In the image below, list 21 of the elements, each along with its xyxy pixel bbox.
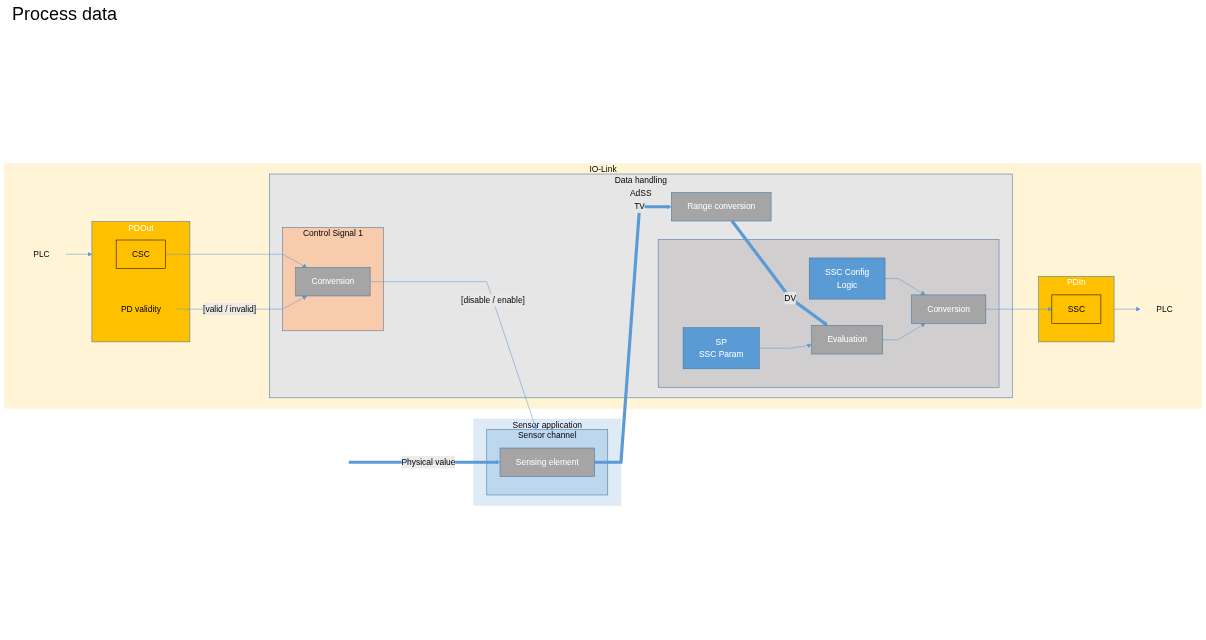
node-text: PLC	[1156, 304, 1173, 314]
node-box: Conversion	[295, 267, 371, 297]
node-box: Conversion	[911, 294, 987, 324]
edge-label: [disable / enable]	[461, 295, 525, 305]
node-text: PLC	[33, 249, 50, 259]
node-box: Range conversion	[671, 192, 772, 222]
cluster	[657, 239, 1000, 388]
node-box: SP SSC Param	[682, 327, 760, 370]
heading-label: Process data	[12, 4, 119, 25]
node-box: CSC	[115, 239, 166, 269]
node-box: SSC Config Logic	[809, 257, 886, 300]
edge-label: DV	[784, 293, 797, 303]
node-box: SSC	[1051, 294, 1102, 324]
arrow	[730, 220, 828, 326]
node-box: Evaluation	[811, 325, 883, 355]
edge-label: [valid / invalid]	[203, 304, 257, 314]
edge-label: TV	[634, 202, 645, 211]
edge-label: Physical value	[401, 457, 456, 467]
node-box: Sensing element	[499, 447, 595, 477]
arrow	[594, 204, 672, 464]
node-text: PD validity	[120, 304, 161, 314]
